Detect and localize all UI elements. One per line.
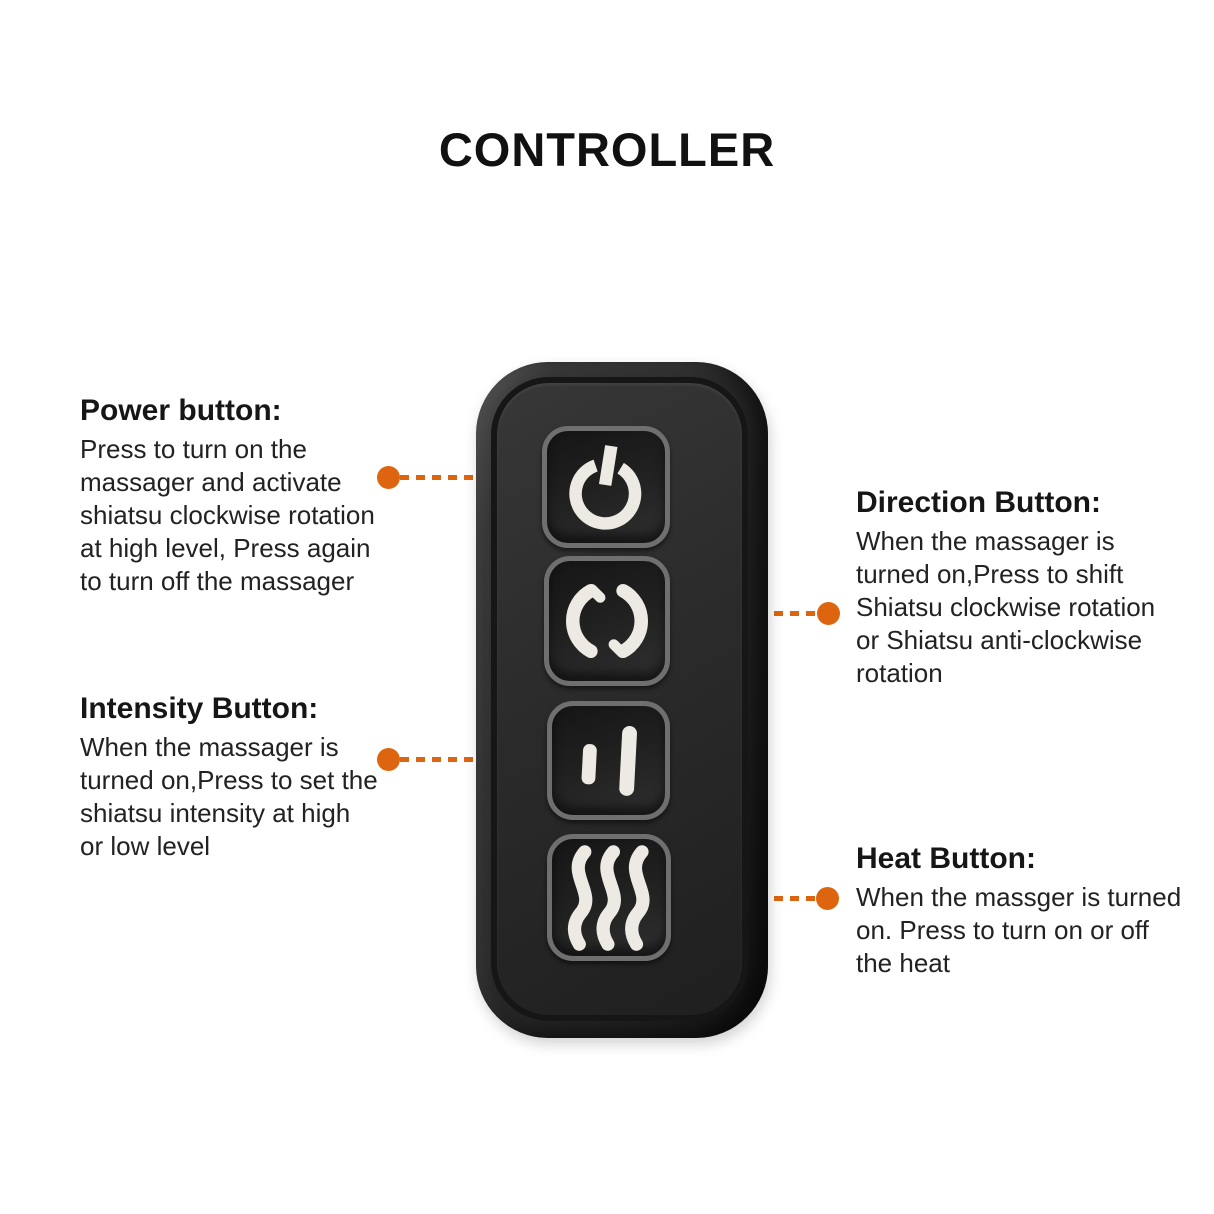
heat-button [547,834,671,961]
intensity-annotation-body: When the massager is turned on,Press to … [80,732,378,861]
controller-remote [476,362,768,1038]
intensity-leader-line [400,757,540,762]
intensity-annotation: Intensity Button: When the massager is t… [80,692,378,863]
power-leader-dot [377,466,400,489]
page-title: CONTROLLER [438,123,776,176]
heat-leader-dot [816,887,839,910]
intensity-button [547,701,670,820]
power-annotation-heading: Power button: [80,394,282,427]
power-leader-line [400,475,540,480]
power-button [542,426,670,548]
direction-annotation-heading: Direction Button: [856,486,1101,519]
direction-annotation-body: When the massager is turned on,Press to … [856,526,1156,688]
intensity-annotation-heading: Intensity Button: [80,692,319,725]
rotation-arrows-icon [566,583,648,659]
direction-button [544,556,670,686]
power-annotation: Power button: Press to turn on the massa… [80,394,388,598]
direction-annotation: Direction Button: When the massager is t… [856,486,1170,690]
power-annotation-body: Press to turn on the massager and activa… [80,434,375,596]
heat-annotation-heading: Heat Button: [856,842,1036,875]
direction-leader-dot [817,602,840,625]
intensity-leader-dot [377,748,400,771]
heat-annotation-body: When the massger is turned on. Press to … [856,882,1182,978]
intensity-bars-icon [581,725,637,796]
heat-waves-icon [567,844,650,951]
heat-annotation: Heat Button: When the massger is turned … [856,842,1188,980]
power-icon [569,445,642,530]
